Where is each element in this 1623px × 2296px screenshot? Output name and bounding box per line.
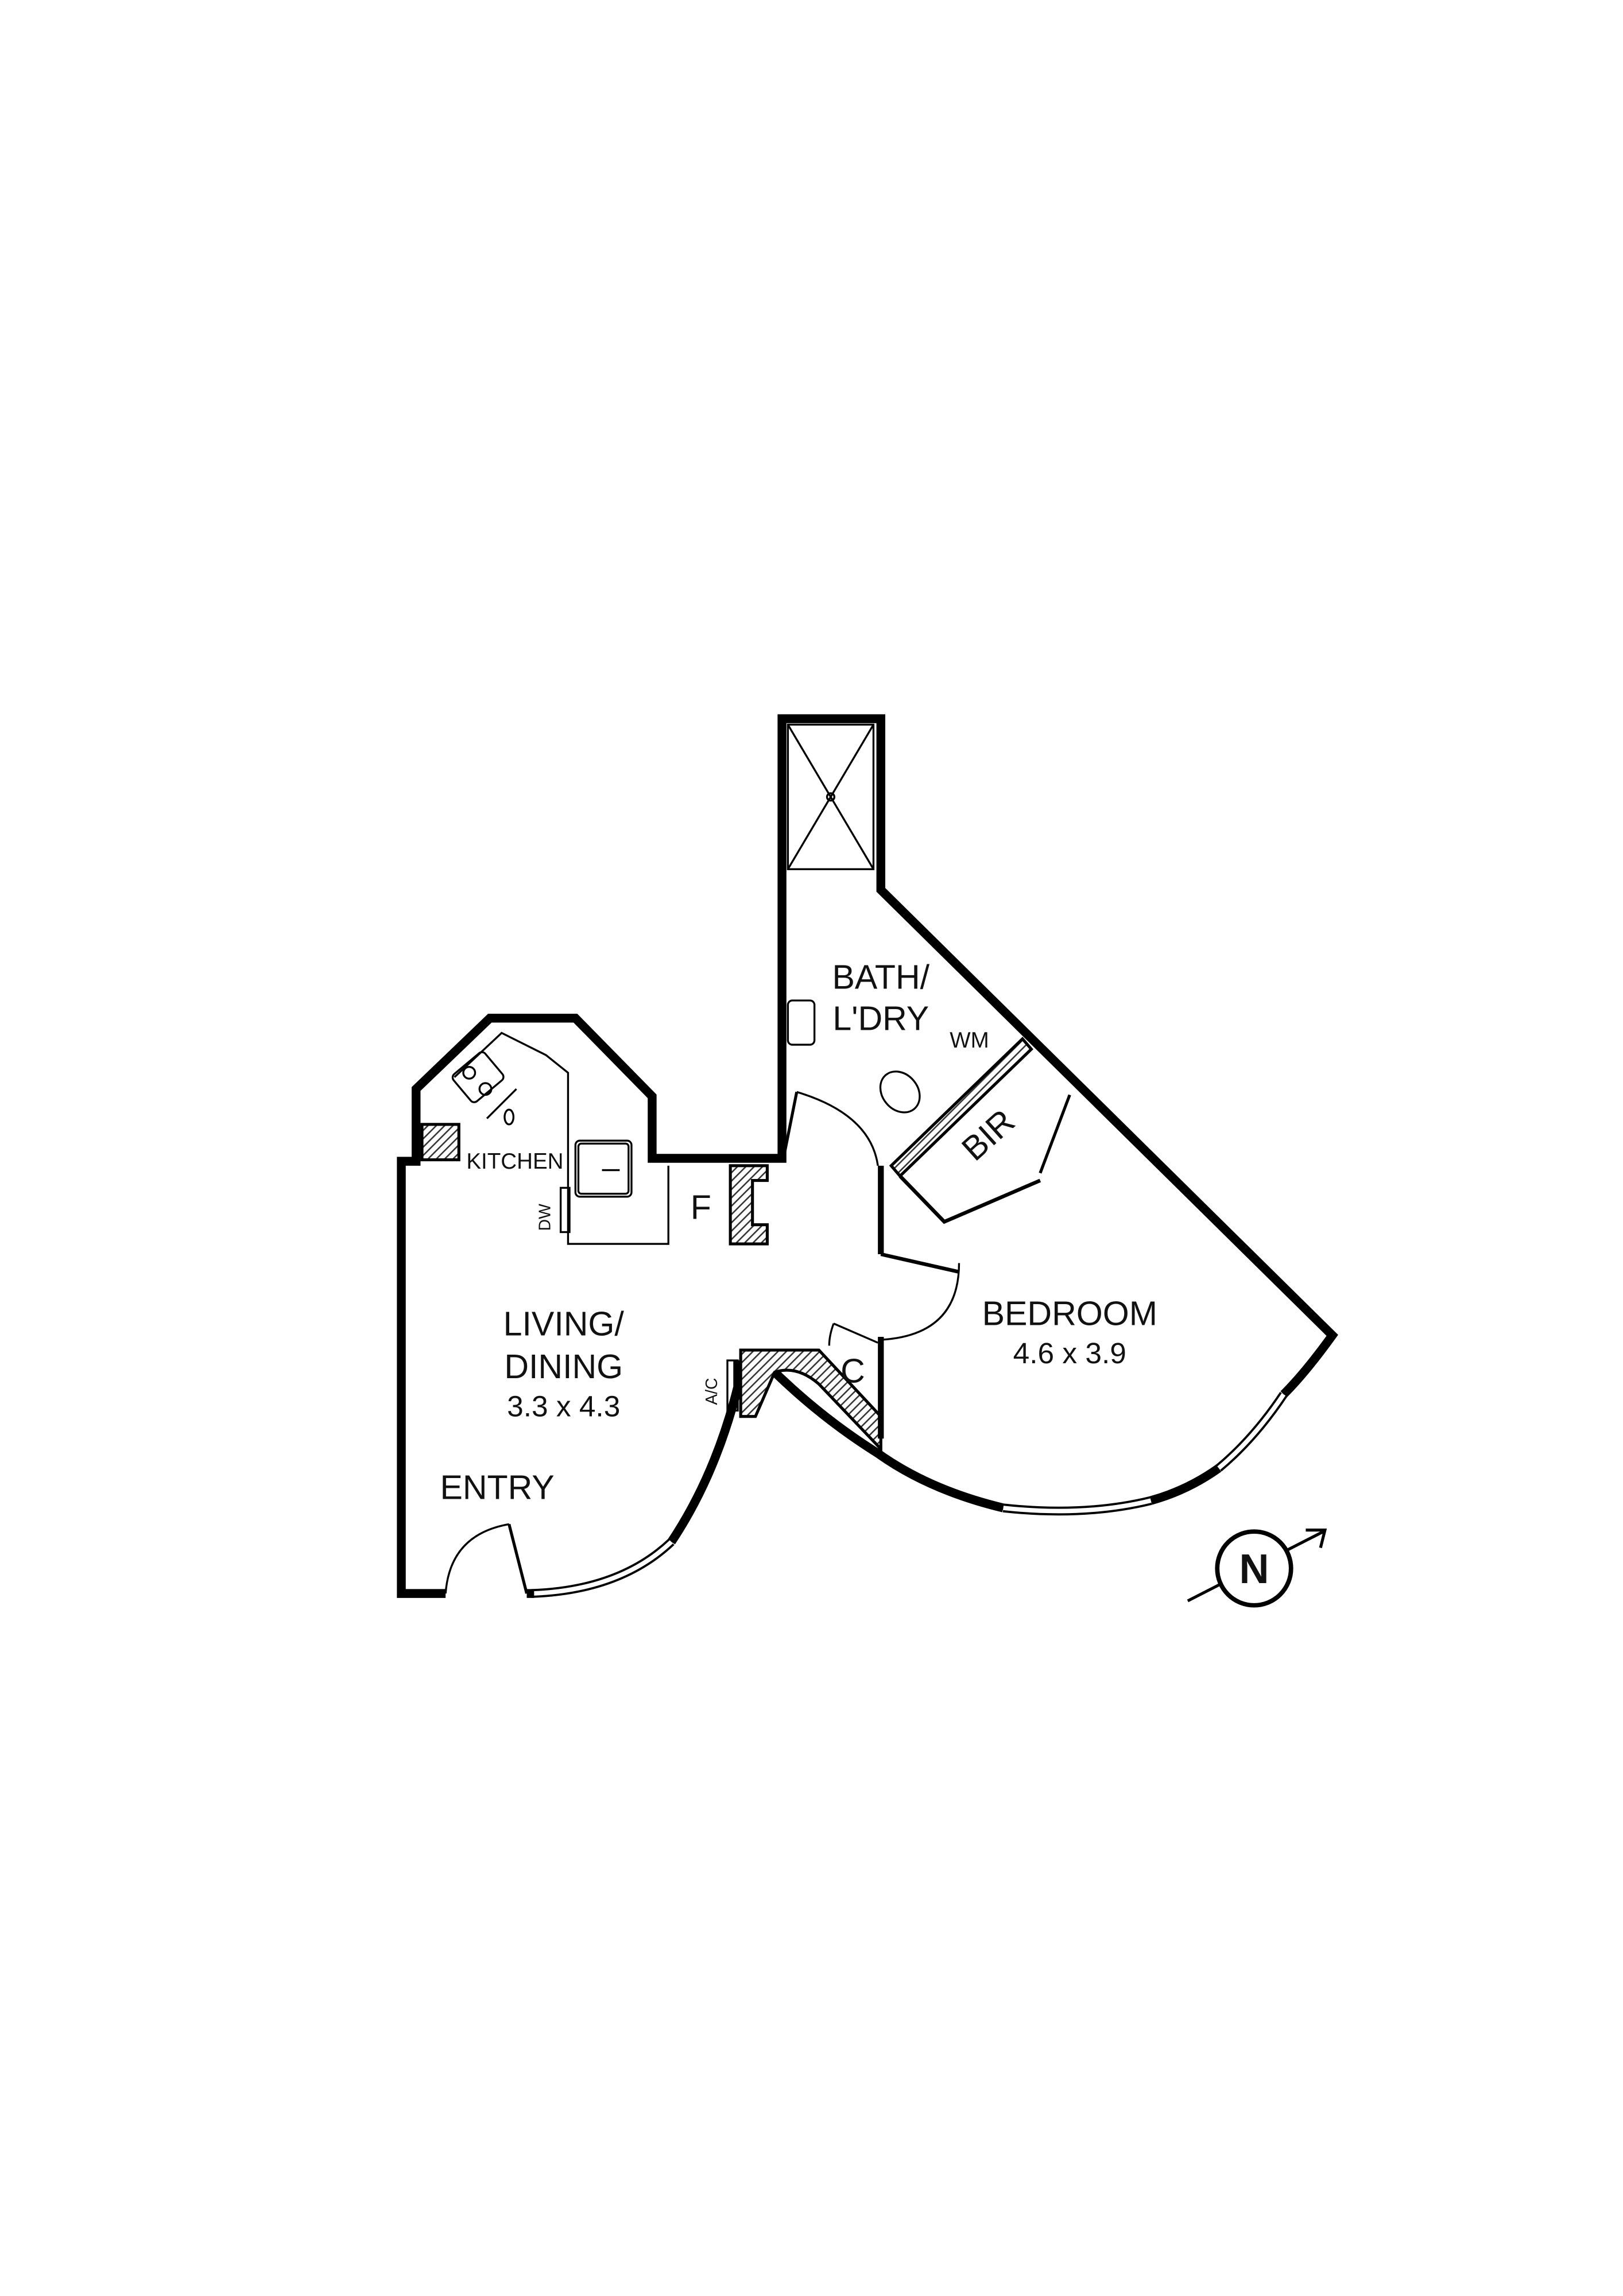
cupboard-label: C (840, 1352, 865, 1390)
hatched-walls (420, 1037, 1033, 1453)
fridge-label: F (691, 1188, 711, 1226)
north-label: N (1239, 1546, 1269, 1592)
living-dimensions: 3.3 x 4.3 (507, 1390, 620, 1423)
dishwasher-label: DW (536, 1204, 554, 1231)
bedroom-label: BEDROOM (982, 1294, 1157, 1332)
bath-label: BATH/ (832, 957, 929, 996)
washing-machine-label: WM (950, 1028, 989, 1053)
north-compass: N (1187, 1529, 1327, 1608)
entry-label: ENTRY (440, 1468, 554, 1507)
ac-label: A/C (702, 1378, 721, 1405)
living-label: LIVING/ (503, 1304, 625, 1343)
laundry-label: L'DRY (832, 999, 929, 1037)
exterior-walls (397, 714, 1338, 1598)
kitchen-label: KITCHEN (466, 1149, 563, 1174)
dining-label: DINING (504, 1347, 623, 1386)
bedroom-dimensions: 4.6 x 3.9 (1013, 1336, 1126, 1370)
interior-lines (444, 723, 1071, 1594)
